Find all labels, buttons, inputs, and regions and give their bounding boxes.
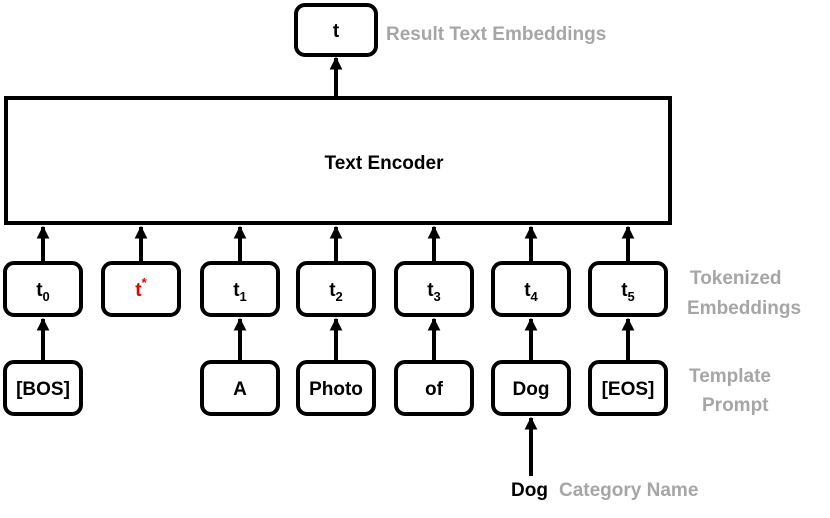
category-value: Dog [511, 480, 548, 501]
token-box [394, 261, 474, 317]
token-label: t2 [329, 280, 343, 304]
token-label: t3 [427, 280, 441, 304]
token-box [3, 261, 83, 317]
token-box [296, 261, 376, 317]
text-encoder-label: Text Encoder [325, 153, 445, 174]
prompt-word-box [394, 360, 474, 416]
prompt-word-box [491, 360, 571, 416]
tokenized-embeddings-label-line2: Embeddings [687, 298, 801, 319]
prompt-word-label: A [233, 379, 247, 400]
token-label: t0 [36, 280, 50, 304]
template-prompt-label-line1: Template [689, 366, 771, 387]
token-box [101, 261, 181, 317]
token-label: t4 [524, 280, 538, 304]
token-label: t* [135, 275, 147, 301]
category-name-label: Category Name [559, 480, 698, 501]
prompt-word-label: [EOS] [602, 379, 655, 400]
prompt-word-label: of [425, 379, 444, 400]
prompt-word-label: Photo [309, 379, 363, 400]
token-box [588, 261, 668, 317]
token-label: t1 [233, 280, 247, 304]
text-encoder-box [4, 96, 672, 225]
prompt-word-box [200, 360, 280, 416]
prompt-word-box [3, 360, 83, 416]
prompt-word-label: [BOS] [16, 379, 70, 400]
token-label: t5 [621, 280, 635, 304]
prompt-word-box [296, 360, 376, 416]
template-prompt-label-line2: Prompt [702, 395, 769, 416]
token-box [200, 261, 280, 317]
result-token-box [294, 3, 378, 57]
prompt-word-label: Dog [513, 379, 550, 400]
result-token-label: t [333, 21, 340, 42]
result-embeddings-label: Result Text Embeddings [386, 24, 606, 45]
tokenized-embeddings-label-line1: Tokenized [690, 268, 782, 289]
prompt-word-box [588, 360, 668, 416]
token-box [491, 261, 571, 317]
